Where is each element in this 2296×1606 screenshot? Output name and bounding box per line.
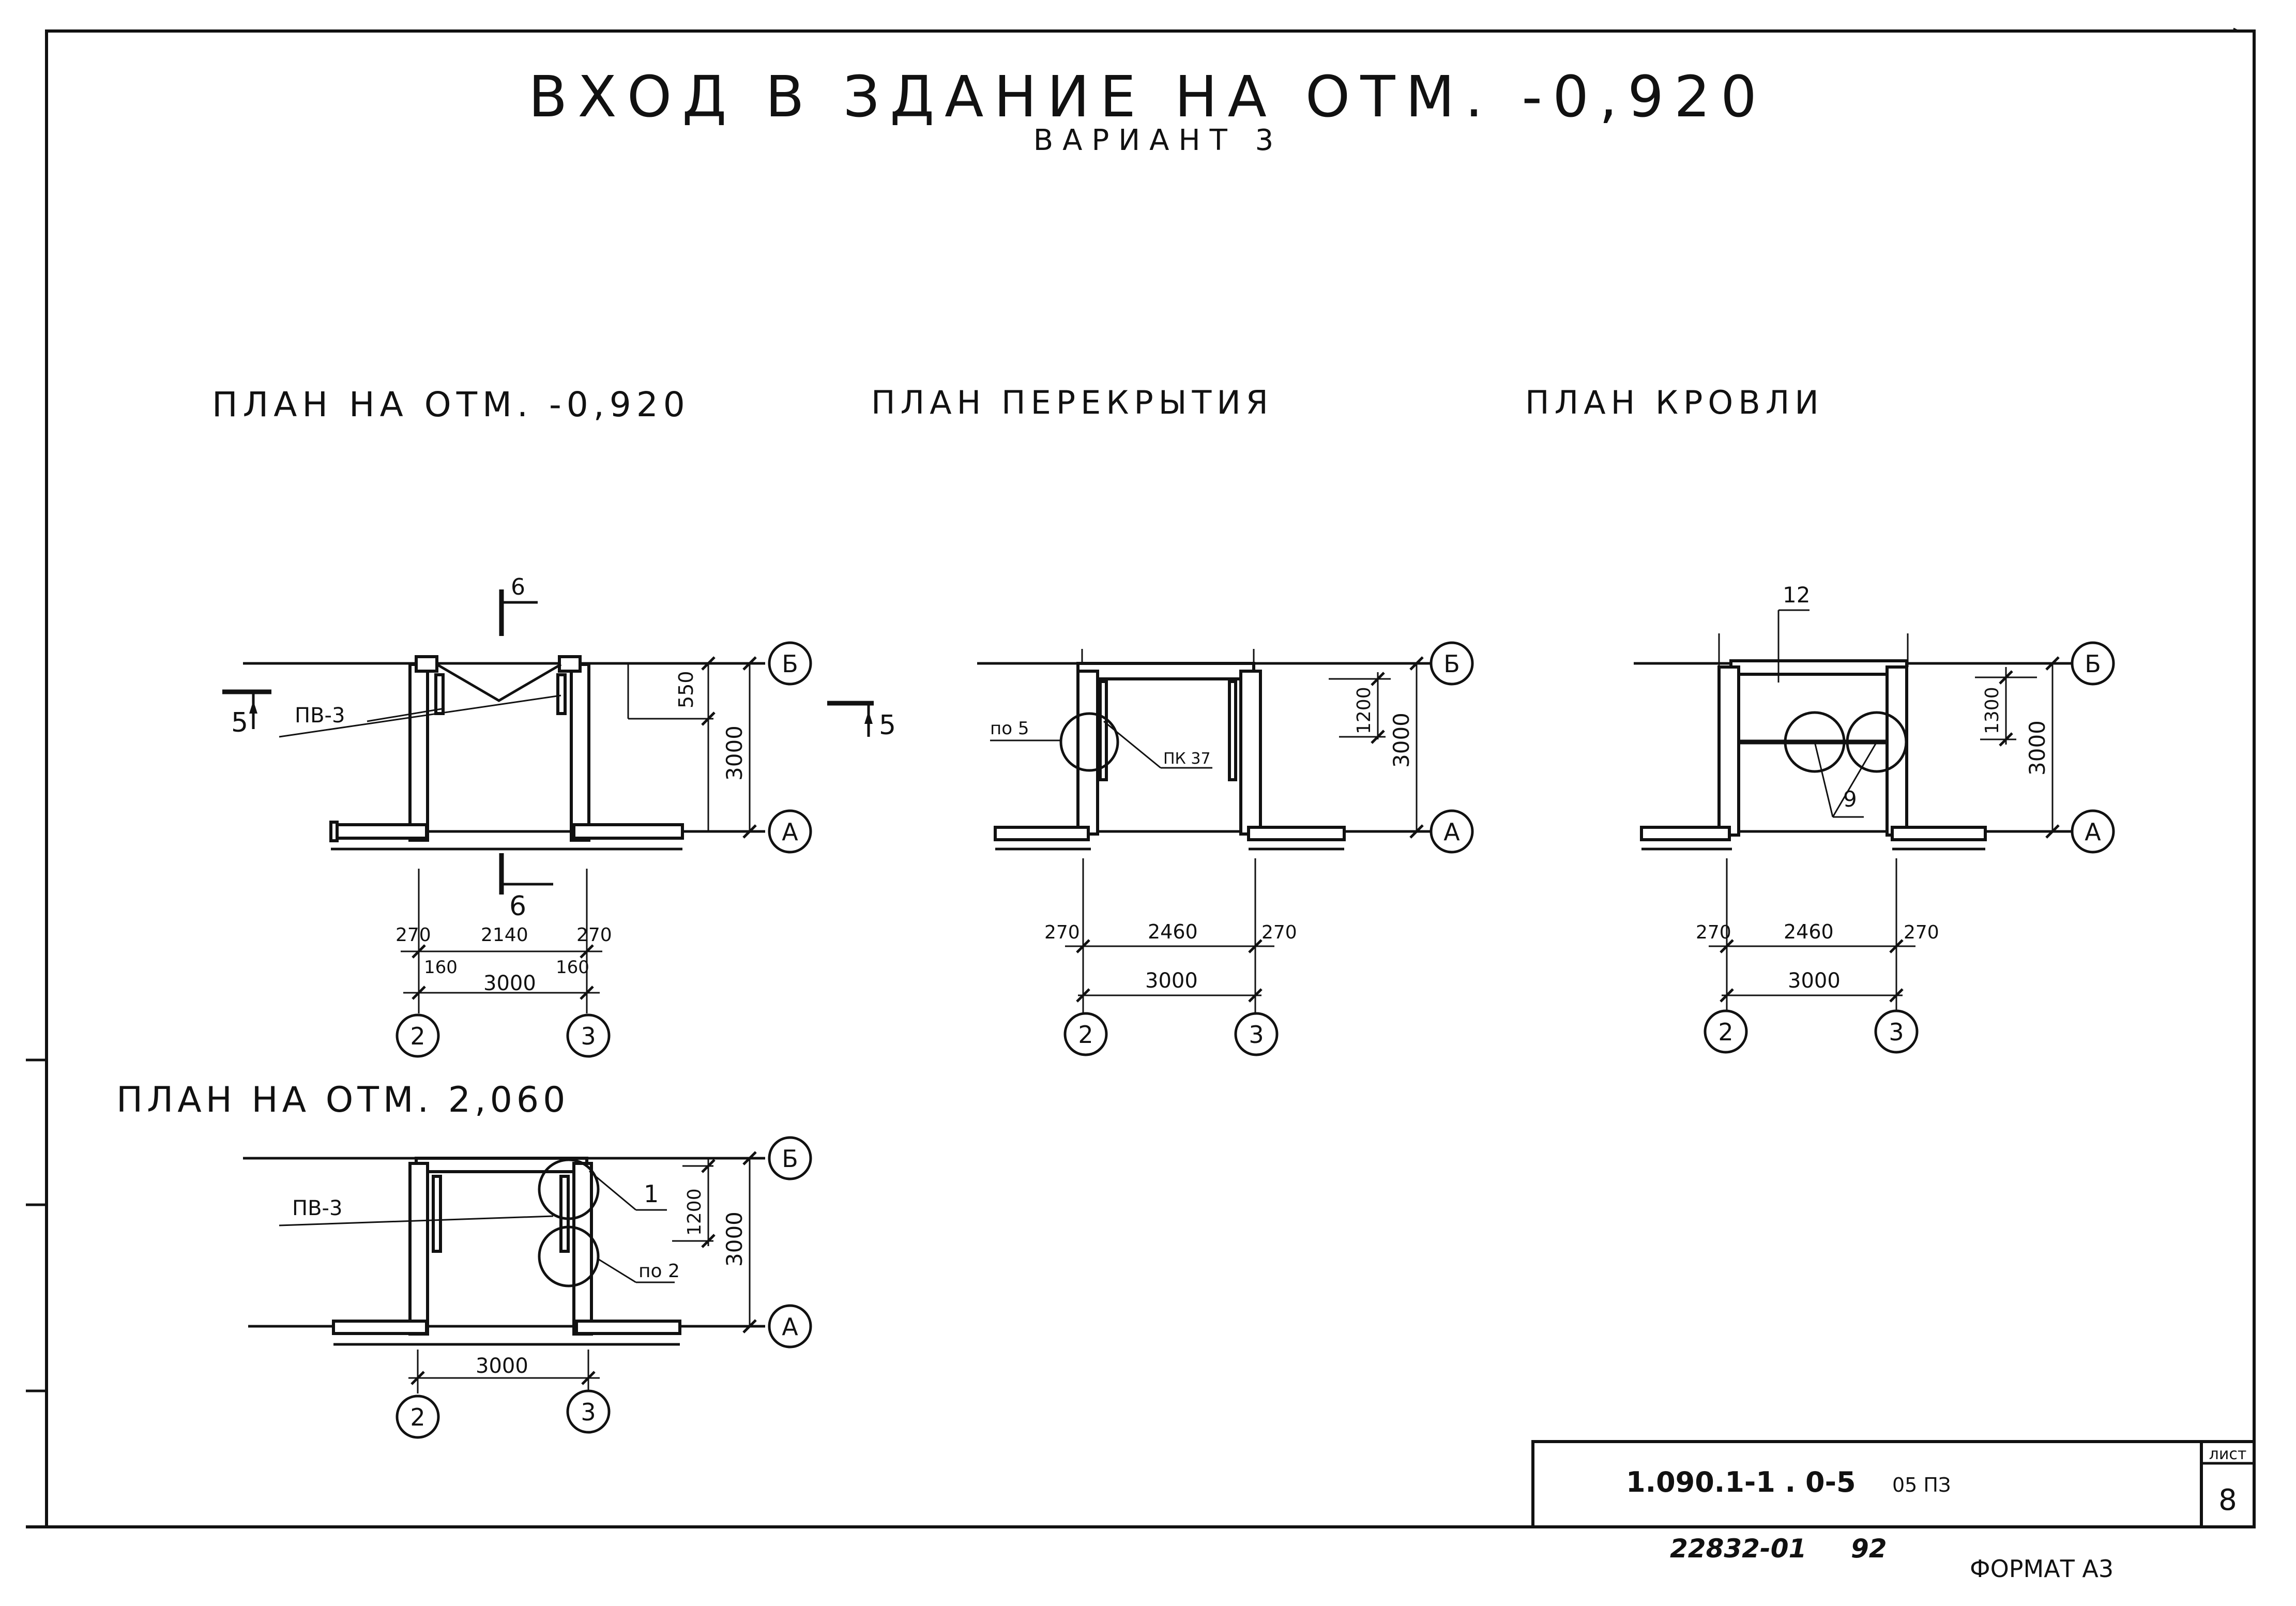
footer: 22832-01 92 ФОРМАТ А3: [1670, 1534, 2113, 1583]
plan-floor: ПЛАН ПЕРЕКРЫТИЯ по 5 ПК 37 1200 3000: [871, 384, 1474, 1056]
plan-2060-axis-3: 3: [581, 1398, 596, 1426]
plan-minus-axis-A-bubble: [768, 809, 812, 854]
plan-floor-callout-circle: [1059, 712, 1119, 772]
plan-2060-axis-2-bubble: [396, 1395, 440, 1439]
plan-roof-axis-B-bubble: [2071, 641, 2115, 686]
plan-floor-axis-A: А: [1443, 818, 1460, 846]
plan-roof-dim-1300: 1300: [1982, 687, 2003, 734]
plan-2060-axis-3-bubble: [566, 1389, 611, 1434]
plan-roof-axis-3: 3: [1889, 1018, 1904, 1046]
plan-minus-dim-550: 550: [675, 671, 697, 708]
plan-2060-dim-3000: 3000: [476, 1354, 528, 1378]
plan-roof-label-9: 9: [1843, 786, 1857, 812]
plan-floor-dim-270-right: 270: [1261, 922, 1297, 943]
plan-floor-dim-270-left: 270: [1044, 922, 1080, 943]
plan-roof-axis-B: Б: [2085, 650, 2101, 678]
plan-roof-axis-A-bubble: [2071, 809, 2115, 854]
plan-floor-dim-height: 3000: [1389, 713, 1414, 768]
plan-minus-dim-270-left: 270: [396, 925, 431, 946]
plan-roof-title: ПЛАН КРОВЛИ: [1525, 384, 1824, 421]
plan-roof-axis-2-bubble: [1704, 1009, 1748, 1054]
plan-2060-axis-B: Б: [782, 1145, 798, 1173]
plan-minus-axis-B-bubble: [768, 641, 812, 686]
plan-2060-axis-A-bubble: [768, 1304, 812, 1349]
plan-floor-axis-B-bubble: [1430, 641, 1474, 686]
section-mark-6-top: 6: [511, 574, 525, 600]
plan-2060-item-label: ПВ-3: [292, 1196, 342, 1220]
plan-minus-axis-2-bubble: [396, 1013, 440, 1058]
stamp-code: 1.090.1-1 . 0-5: [1626, 1466, 1856, 1498]
plan-floor-dim-1200: 1200: [1354, 687, 1375, 734]
section-mark-5-right: 5: [879, 710, 896, 741]
plan-minus-dim-3000: 3000: [483, 972, 536, 995]
plan-2060-callout-circle-top: [538, 1158, 600, 1220]
plan-2060-title: ПЛАН НА ОТМ. 2,060: [116, 1080, 569, 1120]
stamp-sub-code: 05 ПЗ: [1892, 1474, 1951, 1496]
plan-floor-axis-2-bubble: [1063, 1012, 1108, 1056]
plan-2060-label-po2: по 2: [638, 1261, 680, 1282]
plan-2060-dim-height: 3000: [722, 1211, 747, 1267]
plan-minus-dim-160-left: 160: [424, 957, 458, 978]
plan-roof-callout-circle-right: [1846, 711, 1908, 773]
plan-minus-0920: ПЛАН НА ОТМ. -0,920 6 6 5 5: [212, 385, 896, 1058]
plan-minus-dim-2140: 2140: [481, 925, 528, 946]
plan-floor-label-pk: ПК 37: [1163, 750, 1211, 768]
plan-2060-label-1: 1: [644, 1180, 659, 1208]
plan-minus-title: ПЛАН НА ОТМ. -0,920: [212, 385, 690, 425]
stamp-sheet-number: 8: [2218, 1483, 2237, 1517]
plan-roof-axis-2: 2: [1718, 1018, 1733, 1046]
footer-archive-number: 22832-01: [1670, 1534, 1806, 1564]
plan-2060-dim-1200: 1200: [684, 1188, 705, 1236]
section-mark-6-bottom: 6: [509, 891, 526, 922]
plan-minus-axis-2: 2: [410, 1022, 425, 1050]
stamp-sheet-label: лист: [2209, 1445, 2247, 1463]
plan-roof-dim-270-right: 270: [1904, 922, 1939, 943]
plan-minus-dim-height: 3000: [722, 725, 747, 781]
plan-2060-axis-B-bubble: [768, 1136, 812, 1180]
plan-roof-label-12: 12: [1783, 582, 1810, 608]
footer-archive-suffix: 92: [1851, 1534, 1887, 1564]
plan-2060-axis-2: 2: [410, 1403, 425, 1431]
plan-roof: ПЛАН КРОВЛИ 12 9 1300 3000: [1525, 384, 2115, 1054]
plan-roof-dim-height: 3000: [2025, 720, 2050, 776]
plan-floor-axis-2: 2: [1078, 1021, 1093, 1049]
plan-roof-callout-circle-left: [1784, 711, 1846, 773]
plan-minus-dim-160-right: 160: [556, 957, 589, 978]
sheet-frame: [26, 27, 2256, 1528]
title-block: 1.090.1-1 . 0-5 05 ПЗ лист 8: [1531, 1440, 2256, 1528]
plan-minus-item-label: ПВ-3: [295, 704, 345, 728]
plan-roof-axis-A: А: [2085, 818, 2101, 846]
plan-floor-axis-3-bubble: [1234, 1012, 1279, 1056]
plan-roof-dim-2460: 2460: [1784, 920, 1834, 943]
plan-floor-axis-3: 3: [1249, 1021, 1264, 1049]
plan-roof-axis-3-bubble: [1874, 1009, 1919, 1054]
plan-floor-label-po5: по 5: [990, 718, 1029, 739]
plan-floor-title: ПЛАН ПЕРЕКРЫТИЯ: [871, 384, 1273, 421]
plan-2060-axis-A: А: [782, 1313, 798, 1341]
footer-format: ФОРМАТ А3: [1970, 1555, 2113, 1583]
plan-2060: ПЛАН НА ОТМ. 2,060 ПВ-3 1 по 2 1200 3000: [116, 1080, 812, 1439]
title-main: ВХОД В ЗДАНИЕ НА ОТМ. -0,920: [528, 64, 1767, 130]
plan-minus-axis-3: 3: [581, 1022, 596, 1050]
plan-floor-dim-3000: 3000: [1145, 969, 1198, 993]
plan-minus-axis-B: Б: [782, 650, 798, 678]
plan-roof-dim-3000: 3000: [1788, 969, 1841, 993]
plan-minus-dim-270-right: 270: [576, 925, 612, 946]
title-sub: ВАРИАНТ 3: [1033, 124, 1283, 157]
plan-floor-axis-B: Б: [1443, 650, 1460, 678]
plan-floor-dim-2460: 2460: [1148, 920, 1198, 943]
plan-roof-dim-270-left: 270: [1696, 922, 1731, 943]
plan-minus-axis-A: А: [782, 818, 798, 846]
plan-minus-axis-3-bubble: [566, 1013, 611, 1058]
section-mark-5-left: 5: [231, 707, 248, 738]
plan-2060-callout-circle-bottom: [538, 1225, 600, 1287]
drawing-title: ВХОД В ЗДАНИЕ НА ОТМ. -0,920 ВАРИАНТ 3: [528, 64, 1767, 157]
plan-floor-axis-A-bubble: [1430, 809, 1474, 854]
